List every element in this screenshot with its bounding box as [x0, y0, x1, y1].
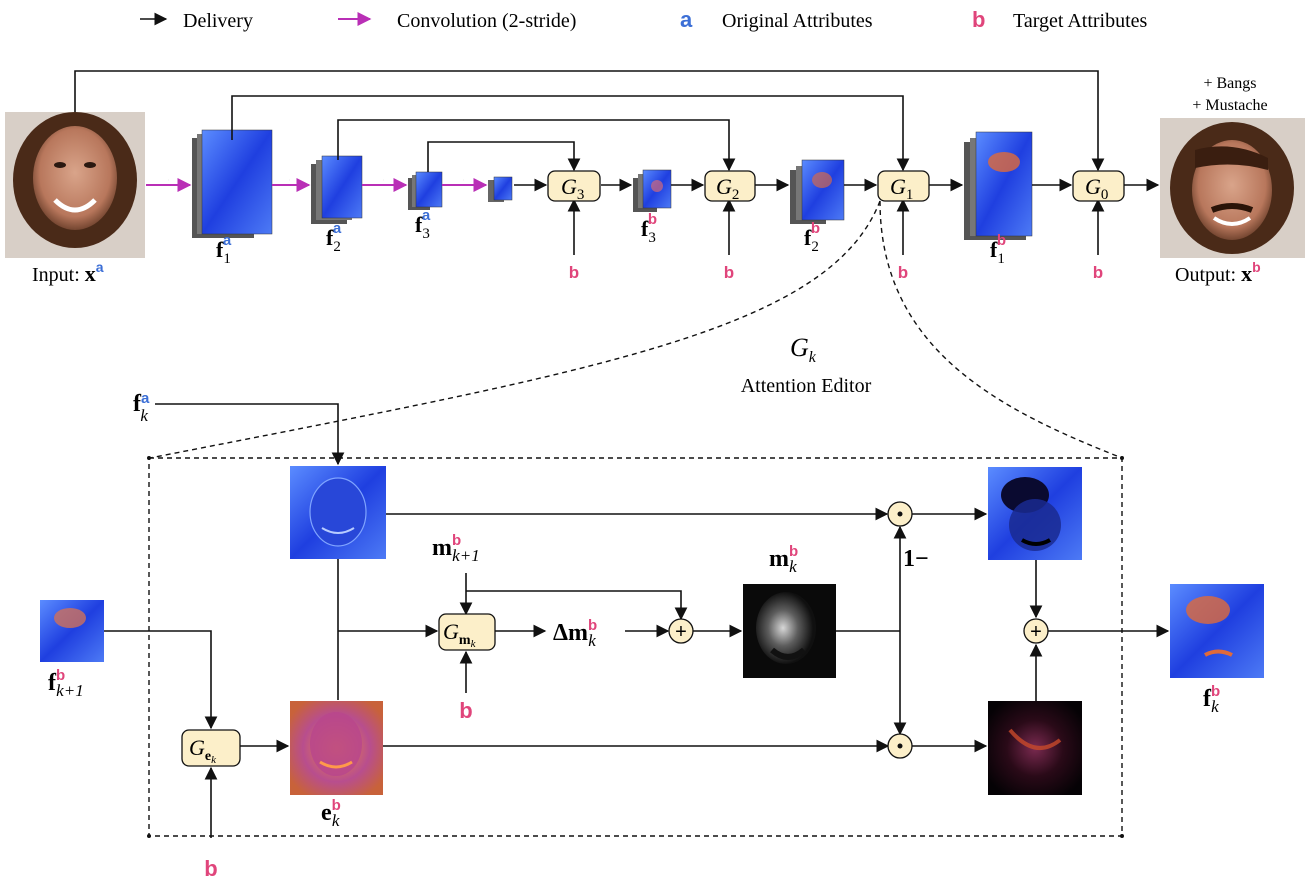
editor-border	[148, 457, 1123, 837]
input-label: Input: xa	[32, 259, 104, 286]
svg-text:Gmk: Gmk	[443, 619, 477, 650]
image-masked-edit	[988, 701, 1082, 795]
legend-target-letter: b	[972, 7, 985, 32]
node-Gm: Gmk	[438, 613, 496, 651]
editor-title-var: Gk	[790, 333, 817, 366]
svg-text:G0: G0	[1085, 174, 1108, 203]
arrow-mk1-to-plus	[466, 590, 688, 621]
node-G1: G1	[877, 170, 930, 203]
top-pipeline: Input: xa + Bangs + Mustache Output: xb	[5, 70, 1305, 286]
label-f1b: f1b	[990, 232, 1006, 267]
b-label-Ge: b	[204, 856, 217, 881]
svg-text:+: +	[1030, 621, 1042, 643]
legend-target-label: Target Attributes	[1013, 10, 1148, 32]
zoom-line-left	[149, 200, 881, 459]
label-f2b: f2b	[804, 220, 820, 255]
arrow-fka-to-image	[155, 403, 345, 466]
node-G0: G0	[1072, 170, 1125, 203]
svg-text:+: +	[675, 621, 687, 643]
node-G2: G2	[704, 170, 756, 203]
odot-node-top	[887, 501, 913, 527]
b-label-G1: b	[898, 263, 908, 282]
output-attr-bangs: + Bangs	[1203, 75, 1256, 92]
arrow-fk1b-to-Ge	[104, 630, 218, 730]
zoom-line-right	[879, 200, 1123, 459]
svg-text:G3: G3	[561, 174, 584, 203]
input-face-image	[5, 112, 145, 258]
feature-stack-f3b	[633, 169, 672, 212]
editor-title-label: Attention Editor	[741, 375, 872, 397]
label-f1a: f1a	[216, 232, 232, 267]
image-fka	[290, 466, 386, 559]
legend: Delivery Convolution (2-stride) a Origin…	[140, 3, 1148, 32]
output-label: Output: xb	[1175, 259, 1261, 286]
legend-delivery-label: Delivery	[183, 10, 253, 32]
skip-f1a-to-G1	[231, 95, 910, 172]
legend-original-letter: a	[680, 7, 693, 32]
label-f3a: f3a	[415, 207, 431, 242]
node-G3: G3	[547, 170, 601, 203]
image-mkb	[743, 584, 836, 678]
odot-node-bottom	[887, 733, 913, 759]
feature-stack-f3a	[408, 171, 443, 210]
legend-conv-label: Convolution (2-stride)	[397, 10, 576, 32]
label-one-minus: 1−	[903, 546, 929, 572]
legend-original-label: Original Attributes	[722, 10, 873, 32]
b-label-G2: b	[724, 263, 734, 282]
feature-stack-f4a	[488, 176, 513, 202]
feature-stack-f2b	[790, 159, 845, 224]
svg-text:Gek: Gek	[189, 735, 217, 766]
feature-stack-f1b	[964, 131, 1033, 240]
b-label-G3: b	[569, 263, 579, 282]
image-fkb	[1170, 584, 1264, 678]
output-face-image	[1160, 118, 1305, 258]
skip-f2a-to-G2	[337, 119, 736, 172]
image-fk1b	[40, 600, 104, 662]
feature-stack-f1a	[192, 129, 273, 238]
b-label-G0: b	[1093, 263, 1103, 282]
output-attr-mustache: + Mustache	[1192, 97, 1267, 114]
svg-text:G1: G1	[890, 174, 913, 203]
image-masked-attr	[988, 467, 1082, 560]
label-f3b: f3b	[641, 211, 657, 246]
plus-node-output: +	[1023, 618, 1049, 644]
svg-text:G2: G2	[716, 174, 739, 203]
plus-node-mask: +	[668, 618, 694, 644]
image-ekb	[290, 701, 383, 795]
skip-f3a-to-G3	[427, 141, 581, 172]
node-Ge: Gek	[181, 729, 241, 767]
label-f2a: f2a	[326, 220, 342, 255]
skip-input-to-G0	[74, 70, 1105, 172]
feature-stack-f2a	[311, 155, 363, 224]
b-label-Gm: b	[459, 698, 472, 723]
